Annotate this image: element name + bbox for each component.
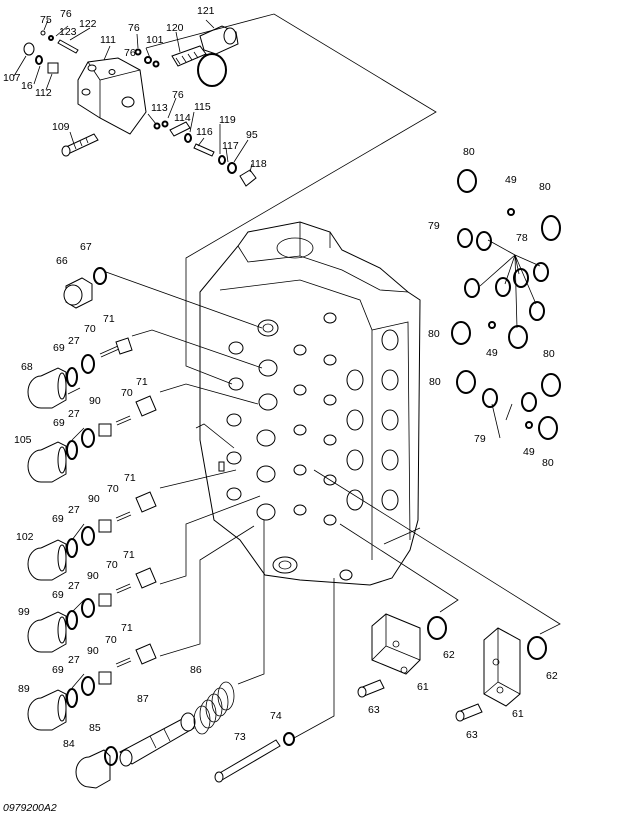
callout-118: 118 bbox=[250, 158, 267, 170]
callout-86: 86 bbox=[190, 664, 202, 676]
callout-69: 69 bbox=[52, 589, 64, 601]
callout-80: 80 bbox=[429, 376, 441, 388]
callout-69: 69 bbox=[53, 342, 65, 354]
callout-113: 113 bbox=[151, 102, 168, 114]
callout-61: 61 bbox=[512, 708, 524, 720]
callout-99: 99 bbox=[18, 606, 30, 618]
callout-49: 49 bbox=[523, 446, 535, 458]
callout-66: 66 bbox=[56, 255, 68, 267]
o-ring-group bbox=[451, 169, 561, 440]
callout-109: 109 bbox=[52, 121, 70, 133]
callout-71: 71 bbox=[123, 549, 135, 561]
callout-49: 49 bbox=[505, 174, 517, 186]
callout-90: 90 bbox=[89, 395, 101, 407]
callout-27: 27 bbox=[68, 654, 80, 666]
callout-102: 102 bbox=[16, 531, 34, 543]
callout-67: 67 bbox=[80, 241, 92, 253]
side-covers bbox=[357, 613, 547, 722]
spring bbox=[193, 681, 235, 735]
callout-84: 84 bbox=[63, 738, 75, 750]
callout-121: 121 bbox=[197, 5, 215, 17]
callout-68: 68 bbox=[21, 361, 33, 373]
callout-80: 80 bbox=[428, 328, 440, 340]
callout-49: 49 bbox=[486, 347, 498, 359]
callout-70: 70 bbox=[121, 387, 133, 399]
callout-69: 69 bbox=[52, 513, 64, 525]
callout-116: 116 bbox=[196, 126, 213, 138]
callout-79: 79 bbox=[474, 433, 486, 445]
callout-89: 89 bbox=[18, 683, 30, 695]
callout-69: 69 bbox=[52, 664, 64, 676]
callout-90: 90 bbox=[87, 570, 99, 582]
callout-90: 90 bbox=[87, 645, 99, 657]
callout-71: 71 bbox=[121, 622, 133, 634]
callout-labels: 75 76 123 122 107 16 112 111 76 120 121 … bbox=[3, 5, 558, 814]
callout-122: 122 bbox=[79, 18, 97, 30]
callout-114: 114 bbox=[174, 112, 191, 124]
top-cover-assembly bbox=[23, 25, 257, 187]
relief-valve-stacks bbox=[27, 267, 295, 789]
callout-115: 115 bbox=[194, 101, 211, 113]
callout-27: 27 bbox=[68, 504, 80, 516]
callout-76: 76 bbox=[124, 47, 136, 59]
callout-16: 16 bbox=[21, 80, 33, 92]
callout-111: 111 bbox=[100, 34, 116, 46]
drawing-reference-code: 0979200A2 bbox=[3, 802, 57, 814]
callout-70: 70 bbox=[84, 323, 96, 335]
callout-63: 63 bbox=[466, 729, 478, 741]
callout-76: 76 bbox=[60, 8, 72, 20]
callout-80: 80 bbox=[463, 146, 475, 158]
callout-85: 85 bbox=[89, 722, 101, 734]
callout-101: 101 bbox=[146, 34, 164, 46]
port-holes bbox=[218, 312, 399, 581]
callout-71: 71 bbox=[103, 313, 115, 325]
callout-120: 120 bbox=[166, 22, 184, 34]
callout-90: 90 bbox=[88, 493, 100, 505]
callout-105: 105 bbox=[14, 434, 32, 446]
callout-123: 123 bbox=[59, 26, 77, 38]
callout-119: 119 bbox=[219, 114, 236, 126]
callout-112: 112 bbox=[35, 87, 52, 99]
callout-27: 27 bbox=[68, 335, 80, 347]
callout-71: 71 bbox=[124, 472, 136, 484]
callout-71: 71 bbox=[136, 376, 148, 388]
callout-95: 95 bbox=[246, 129, 258, 141]
callout-63: 63 bbox=[368, 704, 380, 716]
callout-80: 80 bbox=[539, 181, 551, 193]
callout-117: 117 bbox=[222, 140, 239, 152]
callout-62: 62 bbox=[546, 670, 558, 682]
callout-61: 61 bbox=[417, 681, 429, 693]
callout-75: 75 bbox=[40, 14, 52, 26]
callout-80: 80 bbox=[542, 457, 554, 469]
callout-76: 76 bbox=[128, 22, 140, 34]
valve-body bbox=[199, 221, 421, 586]
callout-78: 78 bbox=[516, 232, 528, 244]
callout-76: 76 bbox=[172, 89, 184, 101]
callout-74: 74 bbox=[270, 710, 282, 722]
callout-70: 70 bbox=[106, 559, 118, 571]
callout-27: 27 bbox=[68, 580, 80, 592]
leader-lines bbox=[13, 13, 561, 739]
callout-73: 73 bbox=[234, 731, 246, 743]
callout-107: 107 bbox=[3, 72, 21, 84]
callout-70: 70 bbox=[105, 634, 117, 646]
callout-62: 62 bbox=[443, 649, 455, 661]
callout-70: 70 bbox=[107, 483, 119, 495]
callout-79: 79 bbox=[428, 220, 440, 232]
callout-27: 27 bbox=[68, 408, 80, 420]
callout-87: 87 bbox=[137, 693, 149, 705]
callout-69: 69 bbox=[53, 417, 65, 429]
callout-80: 80 bbox=[543, 348, 555, 360]
